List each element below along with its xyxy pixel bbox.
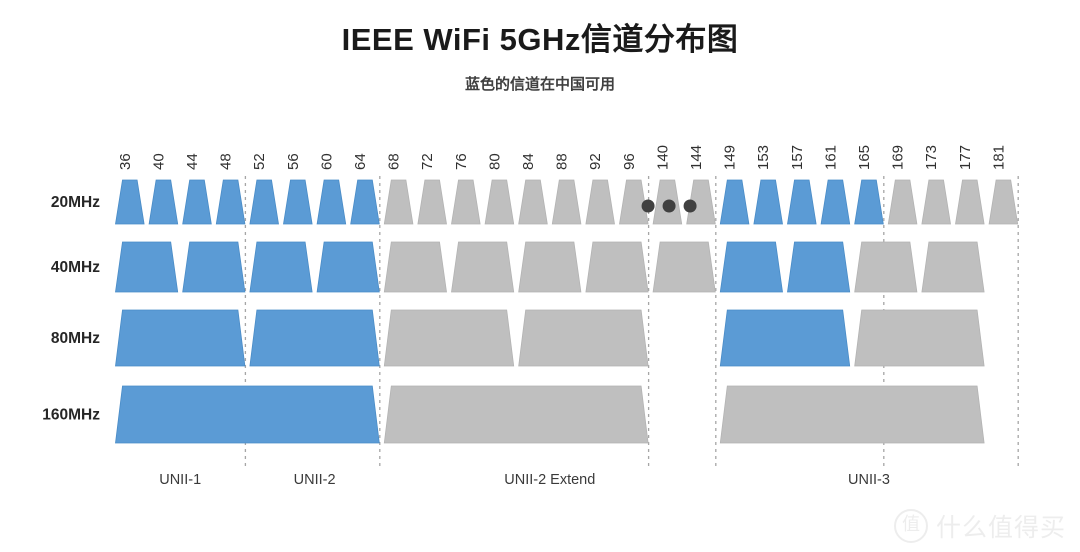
channel-tick-label: 173 — [923, 145, 940, 170]
channel-bar[interactable] — [249, 179, 279, 225]
channel-bar[interactable] — [887, 179, 918, 225]
channel-bar[interactable] — [921, 241, 985, 293]
channel-bar[interactable] — [182, 179, 212, 225]
channel-tick-label: 157 — [789, 145, 806, 170]
channel-tick-label: 153 — [755, 145, 772, 170]
channel-bar[interactable] — [955, 179, 985, 225]
channel-bar[interactable] — [249, 241, 313, 293]
channel-bar[interactable] — [719, 385, 985, 444]
band-label: UNII-1 — [159, 472, 201, 488]
band-label: UNII-3 — [848, 472, 890, 488]
chart-header: IEEE WiFi 5GHz信道分布图 蓝色的信道在中国可用 — [0, 0, 1080, 94]
channel-bar[interactable] — [383, 309, 515, 367]
channel-bar[interactable] — [921, 179, 951, 225]
channel-bar[interactable] — [652, 241, 716, 293]
channel-tick-label: 72 — [419, 153, 436, 170]
channel-bar[interactable] — [719, 241, 783, 293]
channel-tick-label: 64 — [352, 153, 369, 170]
channel-distribution-chart: 36 40 44 48 52 56 60 64 68 72 76 80 84 88 92 96 140 144 14… — [0, 118, 1080, 518]
channel-bar[interactable] — [719, 179, 750, 225]
chart-svg: 36 40 44 48 52 56 60 64 68 72 76 80 84 88 92 96 140 144 14… — [42, 145, 1019, 488]
channel-bar[interactable] — [115, 241, 179, 293]
channel-bar[interactable] — [787, 179, 817, 225]
channel-bar[interactable] — [115, 179, 145, 225]
channel-bar[interactable] — [820, 179, 851, 225]
watermark: 值 什么值得买 — [893, 508, 1066, 544]
channel-bar[interactable] — [719, 309, 851, 367]
channel-tick-label: 76 — [453, 153, 470, 170]
channel-bar[interactable] — [215, 179, 246, 225]
channel-bar[interactable] — [518, 241, 582, 293]
channel-tick-label: 181 — [990, 145, 1007, 170]
channel-bar[interactable] — [182, 241, 246, 293]
channel-bar[interactable] — [249, 309, 380, 367]
channel-bar[interactable] — [518, 179, 548, 225]
ellipsis-dot-icon — [662, 199, 676, 213]
channel-tick-label: 169 — [890, 145, 907, 170]
channel-bar[interactable] — [753, 179, 783, 225]
channel-tick-label: 149 — [722, 145, 739, 170]
channel-tick-label: 48 — [218, 153, 235, 170]
channel-bar[interactable] — [383, 385, 649, 444]
channel-bar[interactable] — [585, 241, 649, 293]
channel-bar[interactable] — [484, 179, 515, 225]
channel-tick-label: 56 — [285, 153, 302, 170]
band-label: UNII-2 Extend — [504, 472, 595, 488]
chart-subtitle: 蓝色的信道在中国可用 — [464, 75, 615, 93]
channel-bar[interactable] — [451, 179, 481, 225]
channel-tick-label: 80 — [486, 153, 503, 170]
channel-tick-label: 68 — [386, 153, 403, 170]
channel-bar[interactable] — [383, 241, 447, 293]
channel-bar[interactable] — [854, 309, 985, 367]
channel-tick-label: 96 — [621, 153, 638, 170]
channel-bar[interactable] — [854, 179, 884, 225]
channel-bar[interactable] — [383, 179, 414, 225]
channel-tick-label: 177 — [957, 145, 974, 170]
channel-bar[interactable] — [585, 179, 615, 225]
ellipsis-dot-icon — [683, 199, 697, 213]
channel-tick-label: 88 — [554, 153, 571, 170]
band-label: UNII-2 — [294, 472, 336, 488]
channel-bar[interactable] — [854, 241, 918, 293]
page-title: IEEE WiFi 5GHz信道分布图 — [341, 22, 739, 57]
channel-bar[interactable] — [451, 241, 515, 293]
channel-bar[interactable] — [787, 241, 851, 293]
channel-bar[interactable] — [518, 309, 649, 367]
channel-tick-label: 140 — [654, 145, 671, 170]
row-label-40mhz: 40MHz — [51, 259, 100, 276]
row-label-80mhz: 80MHz — [51, 330, 100, 347]
channel-bar[interactable] — [551, 179, 582, 225]
channel-bar[interactable] — [115, 309, 246, 367]
watermark-badge-icon: 值 — [893, 509, 928, 543]
row-label-160mhz: 160MHz — [42, 407, 100, 424]
channel-tick-label: 165 — [856, 145, 873, 170]
channel-bar[interactable] — [619, 179, 649, 225]
channel-tick-label: 52 — [251, 153, 268, 170]
channel-tick-label: 144 — [688, 145, 705, 170]
watermark-label: 什么值得买 — [935, 513, 1066, 542]
channel-tick-label: 36 — [117, 153, 134, 170]
channel-bar[interactable] — [316, 241, 380, 293]
row-label-20mhz: 20MHz — [51, 194, 100, 211]
channel-bar[interactable] — [988, 179, 1019, 225]
channel-bar[interactable] — [283, 179, 313, 225]
channel-bar[interactable] — [350, 179, 380, 225]
channel-tick-label: 92 — [587, 153, 604, 170]
channel-tick-label: 161 — [822, 145, 839, 170]
channel-tick-label: 40 — [150, 153, 167, 170]
channel-bar[interactable] — [316, 179, 347, 225]
channel-bar[interactable] — [417, 179, 447, 225]
channel-bar[interactable] — [148, 179, 179, 225]
channel-tick-label: 60 — [318, 153, 335, 170]
channel-tick-label: 44 — [184, 153, 201, 170]
channel-bar[interactable] — [115, 385, 380, 444]
channel-tick-label: 84 — [520, 153, 537, 170]
ellipsis-dot-icon — [641, 199, 655, 213]
